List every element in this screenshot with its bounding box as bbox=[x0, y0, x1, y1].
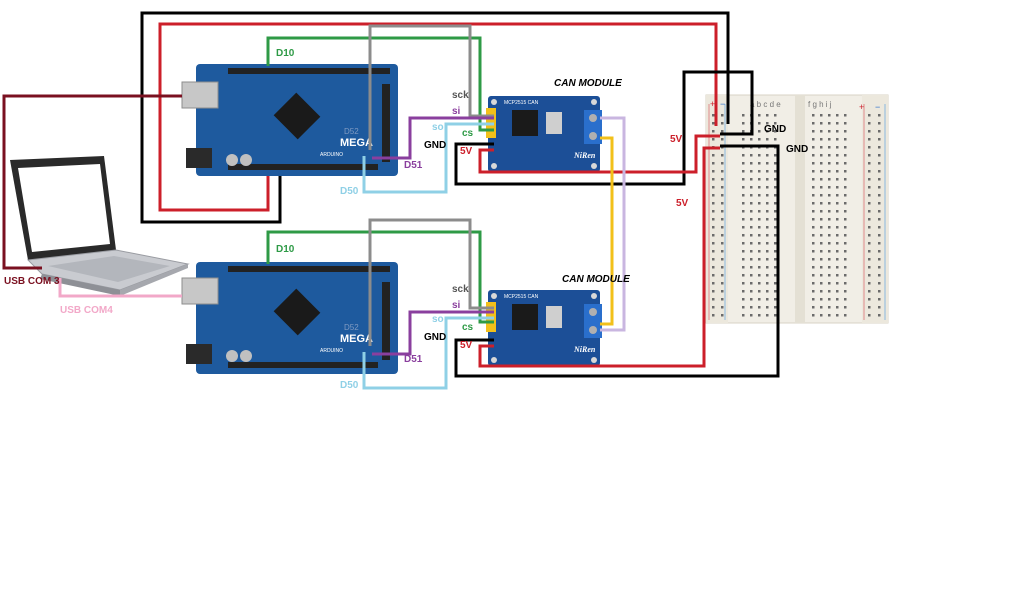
label-bottom-5v: 5V bbox=[460, 340, 473, 351]
label-bottom-si: si bbox=[452, 300, 461, 311]
label-bottom-so: so bbox=[432, 314, 444, 325]
bb-minus-right: − bbox=[875, 102, 880, 112]
wire-top-so bbox=[362, 122, 494, 194]
can-top-brand: NiRen bbox=[573, 151, 596, 160]
arduino-top-d52: D52 bbox=[344, 127, 359, 136]
wire-top-si bbox=[372, 116, 494, 160]
label-bottom-d50: D50 bbox=[340, 380, 359, 391]
label-can-top-title: CAN MODULE bbox=[554, 78, 622, 89]
wire-usb-com4 bbox=[58, 278, 182, 298]
wire-bottom-d10 bbox=[266, 230, 494, 324]
label-bb-gnd-top: GND bbox=[764, 124, 786, 135]
can-module-top: MCP2515 CAN NiRen bbox=[486, 96, 602, 172]
label-top-d50: D50 bbox=[340, 186, 359, 197]
arduino-bottom-brand: MEGA bbox=[340, 333, 373, 345]
wire-bottom-5v bbox=[478, 146, 720, 368]
label-top-cs: cs bbox=[462, 128, 474, 139]
bb-cols-left: a b c d e bbox=[750, 100, 781, 109]
wire-black-outer bbox=[140, 11, 730, 224]
wire-red-outer bbox=[158, 22, 718, 212]
label-top-d51: D51 bbox=[404, 160, 423, 171]
label-bb-5v-low: 5V bbox=[676, 198, 689, 209]
label-top-gnd: GND bbox=[424, 140, 446, 151]
label-can-bottom-title: CAN MODULE bbox=[562, 274, 630, 285]
wire-bottom-gnd bbox=[454, 144, 780, 378]
label-bottom-d10: D10 bbox=[276, 244, 295, 255]
wire-top-5v bbox=[478, 134, 720, 174]
arduino-board-top: MEGA ARDUINO D52 bbox=[181, 64, 398, 176]
wire-top-gnd bbox=[454, 70, 754, 186]
can-module-bottom: MCP2515 CAN NiRen bbox=[486, 290, 602, 366]
label-top-d10: D10 bbox=[276, 48, 295, 59]
wire-canh bbox=[600, 116, 626, 332]
bb-minus-left: − bbox=[720, 99, 725, 109]
wire-bottom-sck bbox=[368, 218, 494, 346]
label-top-so: so bbox=[432, 122, 444, 133]
label-top-sck: sck bbox=[452, 90, 469, 101]
label-bb-gnd-mid: GND bbox=[786, 144, 808, 155]
bb-plus-left: + bbox=[710, 99, 715, 109]
bb-plus-right: + bbox=[859, 102, 864, 112]
wire-bottom-si bbox=[372, 310, 494, 356]
can-bottom-brand: NiRen bbox=[573, 345, 596, 354]
wire-bottom-so bbox=[362, 316, 494, 390]
labels: D10 D51 D50 sck si so cs GND 5V CAN MODU… bbox=[4, 48, 808, 391]
wire-top-d10 bbox=[266, 36, 494, 132]
label-bottom-cs: cs bbox=[462, 322, 474, 333]
label-bottom-sck: sck bbox=[452, 284, 469, 295]
label-top-5v: 5V bbox=[460, 146, 473, 157]
label-bb-5v-left: 5V bbox=[670, 134, 683, 145]
label-top-si: si bbox=[452, 106, 461, 117]
label-bottom-gnd: GND bbox=[424, 332, 446, 343]
label-usb-com3: USB COM 3 bbox=[4, 276, 60, 287]
arduino-bottom-d52: D52 bbox=[344, 323, 359, 332]
can-top-chip: MCP2515 CAN bbox=[504, 100, 539, 106]
wire-usb-com3 bbox=[2, 94, 182, 270]
wires bbox=[2, 11, 780, 390]
arduino-bottom-sub: ARDUINO bbox=[320, 348, 343, 354]
label-bottom-d51: D51 bbox=[404, 354, 423, 365]
arduino-top-brand: MEGA bbox=[340, 137, 373, 149]
arduino-board-bottom: MEGA ARDUINO D52 bbox=[181, 262, 398, 374]
laptop bbox=[10, 156, 190, 296]
wire-canl bbox=[600, 136, 614, 326]
can-bottom-chip: MCP2515 CAN bbox=[504, 294, 539, 300]
breadboard: + − + − a b c d e f g h i j bbox=[705, 94, 889, 324]
bb-cols-right: f g h i j bbox=[808, 100, 832, 109]
label-usb-com4: USB COM4 bbox=[60, 305, 113, 316]
arduino-top-sub: ARDUINO bbox=[320, 152, 343, 158]
wire-top-sck bbox=[368, 24, 494, 150]
